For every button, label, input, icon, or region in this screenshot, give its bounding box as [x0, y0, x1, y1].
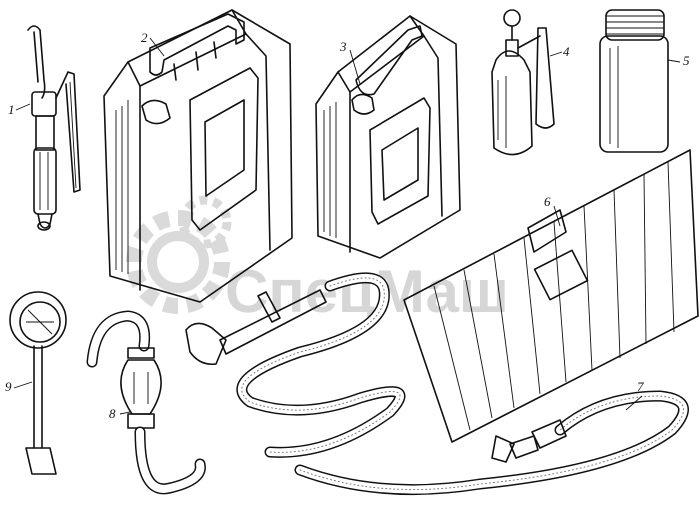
canister-illustration	[599, 9, 669, 153]
callout-2: 2	[141, 30, 148, 45]
callout-8: 8	[109, 406, 116, 421]
callout-7: 7	[637, 379, 644, 394]
callout-3: 3	[339, 39, 347, 54]
bulb-siphon-illustration	[86, 310, 206, 495]
small-jerrycan-illustration	[315, 15, 461, 259]
callout-labels: 1 2 3 4 5 6 7 8 9	[5, 30, 690, 421]
gauge-dipstick-illustration	[9, 291, 67, 475]
large-jerrycan-illustration	[103, 9, 293, 303]
callout-9: 9	[5, 379, 12, 394]
watermark: СпецМаш	[126, 195, 509, 325]
callout-5: 5	[683, 53, 690, 68]
siphon-hose-illustration	[294, 390, 689, 496]
callout-4: 4	[563, 44, 570, 59]
gas-cylinder-illustration	[491, 9, 555, 156]
callout-6: 6	[544, 194, 551, 209]
fuel-hose-illustration	[185, 272, 406, 458]
callout-1: 1	[8, 102, 15, 117]
folding-panel-illustration	[403, 149, 699, 443]
leader-lines	[13, 37, 681, 415]
gear-logo-icon	[126, 195, 232, 314]
hand-pump-illustration	[27, 25, 81, 231]
